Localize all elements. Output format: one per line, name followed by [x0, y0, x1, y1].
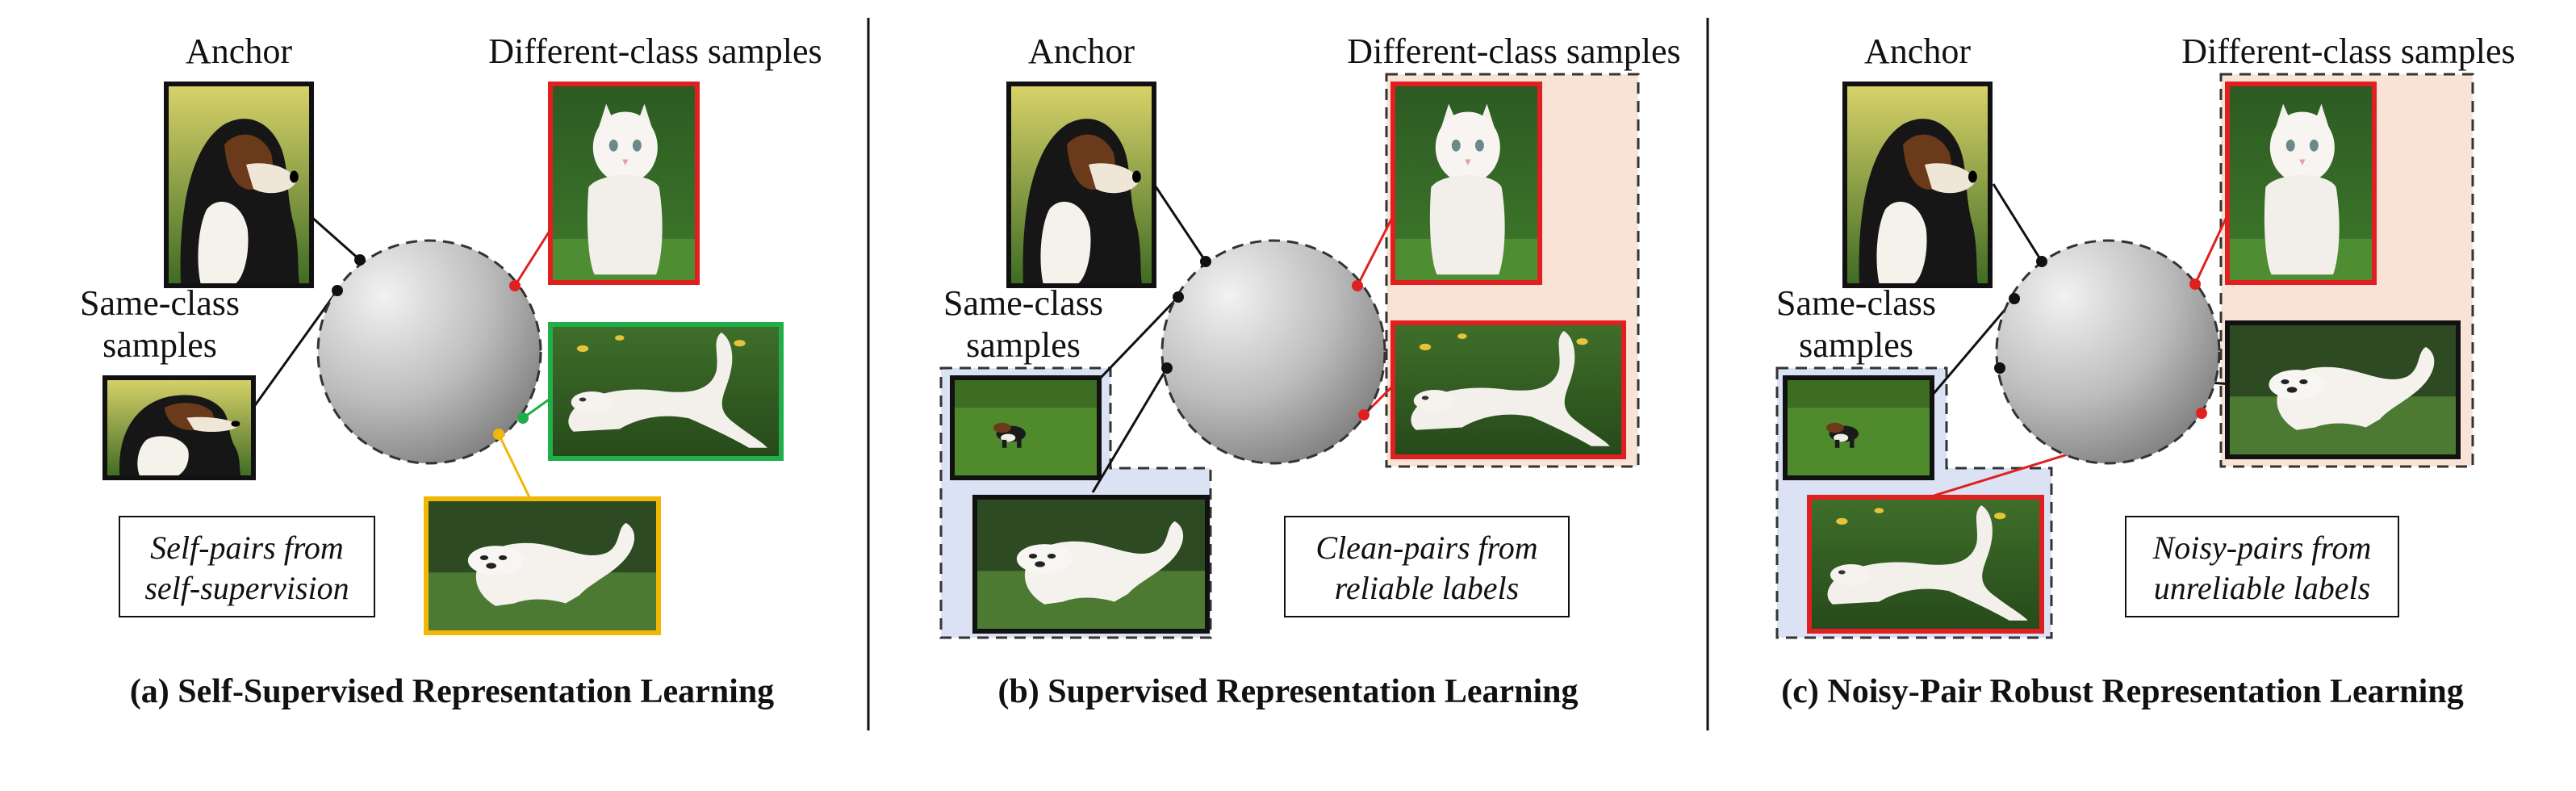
- sample-point: [493, 429, 504, 440]
- sample-point: [354, 254, 366, 266]
- same-class-dog-image: [105, 378, 253, 478]
- anchor-dog-image: [1845, 84, 1990, 286]
- connector-line-yellow: [499, 434, 529, 497]
- same-class-label: Same-class: [80, 283, 240, 323]
- leaping-cat-image: [1393, 323, 1624, 457]
- panel-caption: (a) Self-Supervised Representation Learn…: [130, 673, 774, 710]
- running-dog-image: [2227, 323, 2458, 457]
- anchor-label: Anchor: [1028, 31, 1135, 71]
- embedding-sphere: [1162, 241, 1385, 463]
- description-line1: Noisy-pairs from: [2152, 529, 2372, 566]
- sample-point: [517, 412, 529, 424]
- anchor-dog-image: [166, 84, 312, 286]
- description-line2: unreliable labels: [2154, 570, 2370, 606]
- same-class-label: Same-class: [1776, 283, 1936, 323]
- same-class-label: Same-class: [943, 283, 1103, 323]
- sample-point: [1358, 409, 1370, 421]
- sample-point: [1352, 280, 1363, 291]
- anchor-dog-image: [1009, 84, 1154, 286]
- leaping-cat-image: [550, 324, 781, 458]
- panel-b: Anchor Different-class samples Same-clas…: [941, 31, 1681, 710]
- connector-line: [1993, 184, 2042, 262]
- sample-point: [1200, 256, 1211, 267]
- description-line2: self-supervision: [144, 570, 349, 606]
- panel-c: Anchor Different-class samples Same-clas…: [1776, 31, 2515, 710]
- different-class-cat-image: [550, 84, 697, 282]
- anchor-label: Anchor: [186, 31, 292, 71]
- sample-point: [2189, 278, 2201, 290]
- sample-point: [1161, 362, 1173, 374]
- sample-point: [509, 280, 521, 291]
- leaping-cat-image: [1809, 497, 2042, 631]
- small-dog-image: [1785, 378, 1932, 478]
- connector-line: [1154, 184, 1206, 262]
- panel-caption: (c) Noisy-Pair Robust Representation Lea…: [1781, 673, 2463, 710]
- running-dog-image: [426, 499, 659, 633]
- description-line2: reliable labels: [1335, 570, 1519, 606]
- sample-point: [2196, 408, 2207, 419]
- sample-point: [2036, 256, 2047, 267]
- panel-caption: (b) Supervised Representation Learning: [997, 673, 1578, 710]
- running-dog-image: [975, 497, 1207, 631]
- sample-point: [1173, 291, 1184, 303]
- panel-a: Anchor Different-class samples Same-clas…: [80, 31, 822, 710]
- different-class-label: Different-class samples: [2181, 31, 2515, 71]
- embedding-sphere: [318, 241, 541, 463]
- different-class-cat-image: [1393, 84, 1540, 282]
- sample-point: [2009, 293, 2020, 304]
- description-line1: Clean-pairs from: [1315, 529, 1537, 566]
- same-class-label-line2: samples: [1799, 325, 1913, 365]
- embedding-sphere: [1997, 241, 2219, 463]
- different-class-label: Different-class samples: [1347, 31, 1680, 71]
- different-class-label: Different-class samples: [488, 31, 822, 71]
- description-line1: Self-pairs from: [150, 529, 344, 566]
- different-class-cat-image: [2227, 84, 2374, 282]
- same-class-label-line2: samples: [102, 325, 217, 365]
- sample-point: [1994, 362, 2005, 374]
- sample-point: [332, 285, 343, 296]
- same-class-label-line2: samples: [966, 325, 1081, 365]
- small-dog-image: [952, 378, 1099, 478]
- anchor-label: Anchor: [1864, 31, 1971, 71]
